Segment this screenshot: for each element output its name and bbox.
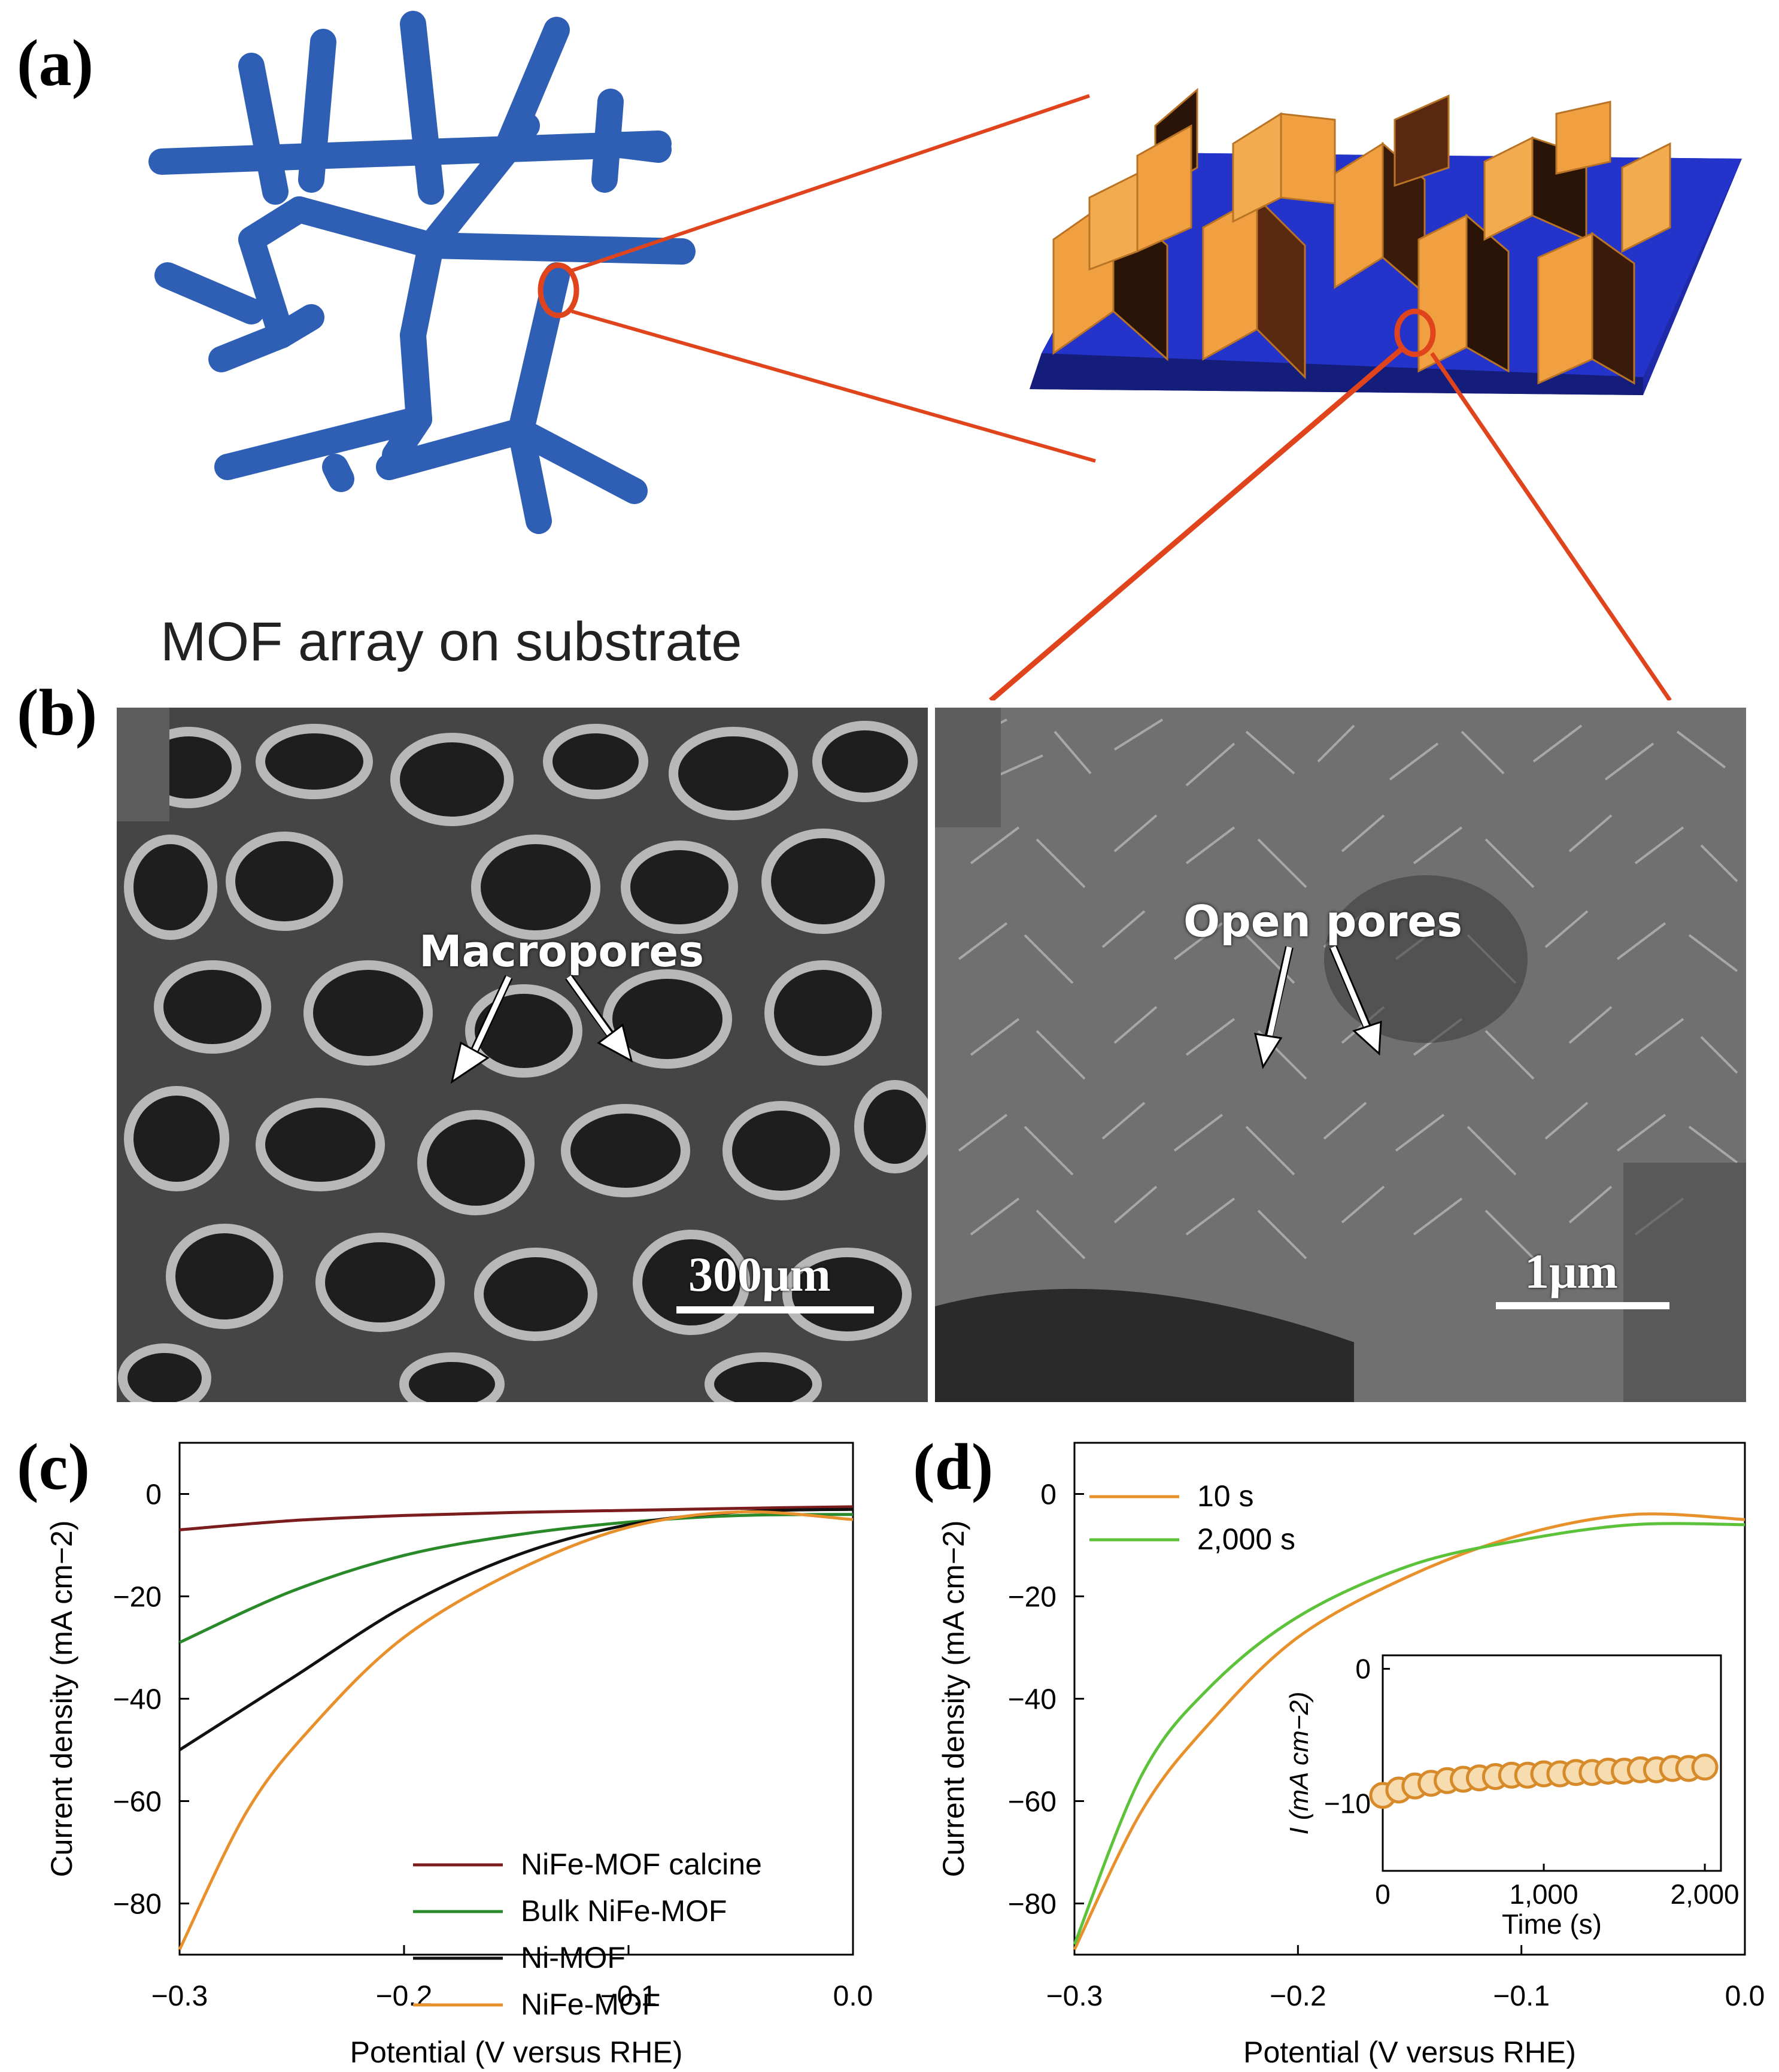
inset-data-point <box>1675 1755 1702 1782</box>
inset-data-point <box>1498 1761 1525 1789</box>
legend-entry: Ni-MOF <box>521 1941 626 1974</box>
x-axis-label: Potential (V versus RHE) <box>350 2035 683 2069</box>
inset-data-point <box>1595 1758 1622 1785</box>
inset-data-point <box>1369 1782 1397 1809</box>
zoom-line-right <box>1430 352 1672 700</box>
series-line-bulk-nife-mof <box>178 1513 854 1644</box>
inset-data-point <box>1691 1754 1719 1781</box>
sem-corner-tab <box>117 708 169 821</box>
zoom-line-top <box>571 94 1090 272</box>
series-line-10-s <box>1073 1512 1745 1950</box>
substrate-array-icon <box>1030 87 1742 395</box>
x-tick-label: −0.3 <box>151 1980 208 2012</box>
inset-frame <box>1382 1654 1722 1872</box>
series-line-2-000-s <box>1073 1522 1745 1945</box>
highlight-circle-icon <box>538 262 579 318</box>
scale-bar-1um <box>1496 1302 1669 1309</box>
panel-a-caption: MOF array on substrate <box>160 611 742 672</box>
inset-x-axis-label: Time (s) <box>1502 1909 1602 1940</box>
panel-label-a: (a) <box>17 26 94 99</box>
inset-data-point <box>1626 1756 1654 1783</box>
inset-y-tick-label: 0 <box>1355 1654 1371 1685</box>
inset-data-point <box>1611 1758 1638 1785</box>
foam-texture-icon <box>117 708 928 1402</box>
legend-entry: NiFe-MOF calcine <box>521 1847 762 1881</box>
inset-y-axis-label: I (mA cm−2) <box>1285 1691 1314 1834</box>
x-axis-label: Potential (V versus RHE) <box>1243 2035 1576 2069</box>
panel-label-c: (c) <box>17 1430 90 1503</box>
x-tick-label: 0.0 <box>1725 1980 1765 2012</box>
inset-x-tick-label: 1,000 <box>1509 1879 1578 1910</box>
zoom-line-bottom <box>571 310 1096 463</box>
legend-entry: Bulk NiFe-MOF <box>521 1894 727 1928</box>
inset-data-point <box>1450 1765 1477 1793</box>
inset-data-point <box>1578 1759 1606 1786</box>
legend-entry: 2,000 s <box>1197 1522 1295 1556</box>
y-axis-label: Current density (mA cm−2) <box>45 1520 78 1877</box>
x-tick-label: −0.1 <box>600 1980 657 2012</box>
panel-label-b: (b) <box>17 676 98 749</box>
y-axis-label: Current density (mA cm−2) <box>937 1520 970 1877</box>
y-tick-label: −80 <box>113 1889 162 1921</box>
x-tick-label: 0.0 <box>833 1980 873 2012</box>
nanosheet-texture-icon <box>935 708 1746 1402</box>
sem-image-macropores: Macropores 300μm <box>117 708 928 1402</box>
series-line-nife-mof <box>178 1510 854 1950</box>
highlight-circle-sheet-icon <box>1394 308 1436 357</box>
series-line-ni-mof <box>178 1507 854 1752</box>
x-tick-label: −0.2 <box>376 1980 433 2012</box>
inset-data-point <box>1659 1755 1686 1782</box>
inset-data-point <box>1401 1772 1429 1800</box>
scale-label-1um: 1μm <box>1525 1244 1618 1299</box>
plot-frame <box>178 1442 854 1956</box>
y-tick-label: 0 <box>1040 1479 1057 1511</box>
panel-label-d: (d) <box>913 1430 994 1503</box>
inset-y-tick-label: −10 <box>1324 1788 1371 1819</box>
y-tick-label: −60 <box>1008 1786 1057 1818</box>
series-line-nife-mof-calcine <box>179 1505 854 1531</box>
open-pores-annotation: Open pores <box>1183 896 1463 946</box>
inset-data-point <box>1465 1764 1493 1792</box>
scale-label-300um: 300μm <box>688 1247 831 1302</box>
inset-data-point <box>1514 1761 1541 1789</box>
y-tick-label: −40 <box>113 1684 162 1716</box>
y-tick-label: −80 <box>1008 1889 1057 1921</box>
inset-data-point <box>1546 1760 1574 1788</box>
inset-data-point <box>1562 1759 1590 1786</box>
inset-data-point <box>1643 1756 1670 1783</box>
inset-data-point <box>1434 1767 1461 1794</box>
sem-image-open-pores: Open pores 1μm <box>935 708 1746 1402</box>
y-tick-label: −40 <box>1008 1684 1057 1716</box>
y-tick-label: −60 <box>113 1786 162 1818</box>
x-tick-label: −0.2 <box>1270 1980 1326 2012</box>
y-tick-label: 0 <box>145 1479 162 1511</box>
inset-x-tick-label: 0 <box>1375 1879 1391 1910</box>
sem-corner-tab-right <box>935 708 1001 827</box>
x-tick-label: −0.1 <box>1493 1980 1550 2012</box>
y-tick-label: −20 <box>1008 1582 1057 1613</box>
inset-data-point <box>1482 1763 1509 1790</box>
macropores-annotation: Macropores <box>419 926 705 976</box>
zoom-line-left <box>989 345 1405 700</box>
inset-data-point <box>1385 1776 1413 1804</box>
legend-entry: NiFe-MOF <box>521 1988 660 2021</box>
macropores-arrows-icon <box>450 974 633 1084</box>
legend-entry: 10 s <box>1197 1479 1254 1513</box>
plot-frame <box>1073 1442 1746 1956</box>
scale-bar-300um <box>676 1306 874 1313</box>
y-tick-label: −20 <box>113 1582 162 1613</box>
inset-data-point <box>1417 1770 1445 1797</box>
open-pores-arrows-icon <box>1254 945 1382 1069</box>
panel-a-illustration <box>148 11 1742 700</box>
inset-x-tick-label: 2,000 <box>1671 1879 1739 1910</box>
mof-framework-icon <box>148 11 696 534</box>
x-tick-label: −0.3 <box>1046 1980 1103 2012</box>
inset-data-point <box>1530 1760 1558 1788</box>
